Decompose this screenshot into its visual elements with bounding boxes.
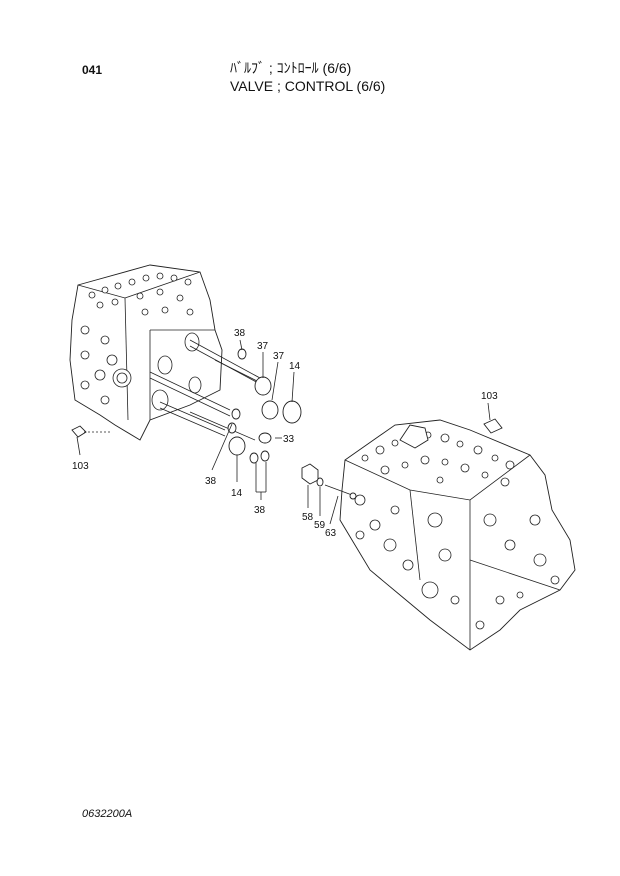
title-english: VALVE ; CONTROL (6/6) <box>230 78 386 94</box>
callout-103-right: 103 <box>481 391 498 402</box>
bolt-103-left <box>71 425 112 438</box>
callout-14-top: 14 <box>289 361 301 372</box>
callout-37-left: 37 <box>257 341 269 352</box>
o-rings <box>227 348 302 464</box>
spool-rods <box>149 339 266 441</box>
callout-labels: 38 37 37 14 33 103 38 14 38 103 58 59 63 <box>72 328 498 539</box>
right-small-parts <box>301 418 503 500</box>
callout-63: 63 <box>325 528 337 539</box>
leader-lines <box>76 339 491 525</box>
callout-37-right: 37 <box>273 351 285 362</box>
callout-59: 59 <box>314 520 326 531</box>
document-code: 0632200A <box>82 808 133 820</box>
callout-103-left: 103 <box>72 461 89 472</box>
callout-33: 33 <box>283 434 295 445</box>
page-number: 041 <box>82 63 103 77</box>
callout-38-bottom: 38 <box>254 505 266 516</box>
callout-14-bottom: 14 <box>231 488 243 499</box>
callout-38-mid: 38 <box>205 476 217 487</box>
right-valve-block <box>339 419 576 651</box>
title-japanese: ﾊﾞﾙﾌﾞ ; ｺﾝﾄﾛｰﾙ (6/6) <box>230 60 352 76</box>
left-valve-block <box>69 264 223 441</box>
callout-58: 58 <box>302 512 314 523</box>
callout-38-top: 38 <box>234 328 246 339</box>
